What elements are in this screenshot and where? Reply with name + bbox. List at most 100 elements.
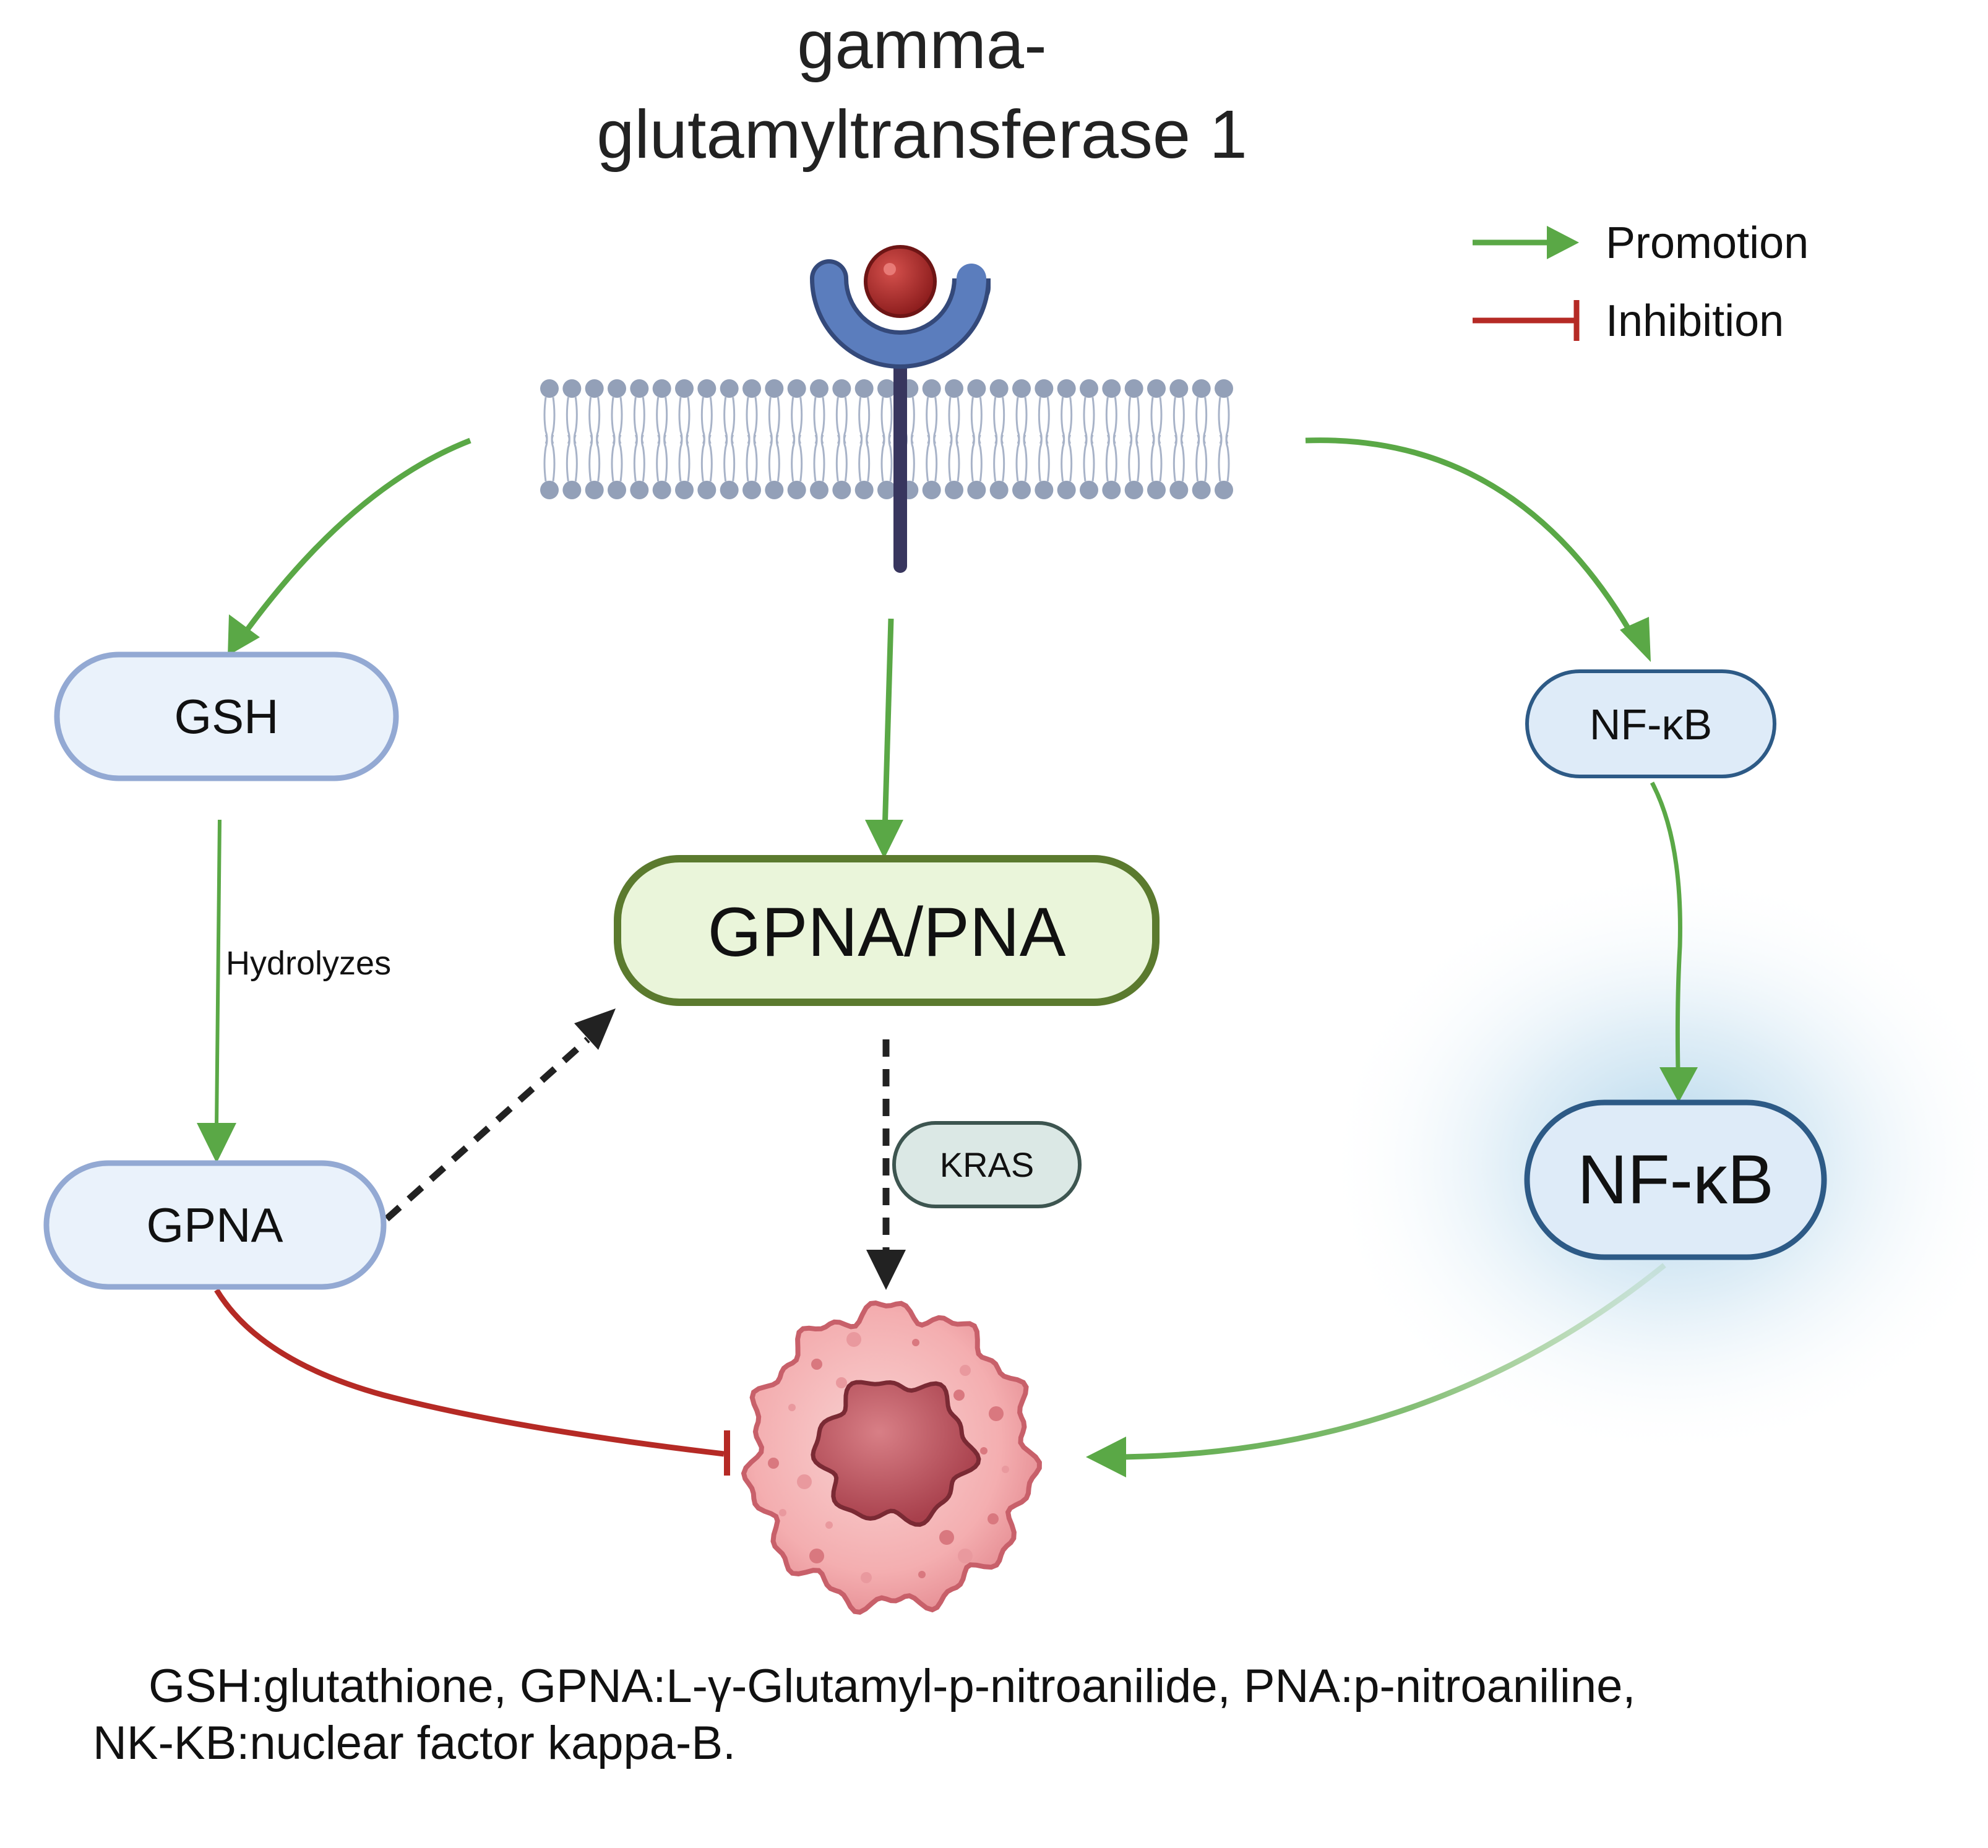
lipid-tail <box>596 434 601 482</box>
lipid-tail <box>1173 434 1177 482</box>
lipid-tail <box>1128 434 1133 482</box>
lipid-head <box>945 379 963 398</box>
inhibition-gpna-to-cell <box>214 1288 725 1457</box>
lipid-head <box>854 379 874 398</box>
legend: Promotion Inhibition <box>1473 218 1809 346</box>
cell-granule <box>797 1474 812 1489</box>
arrow-ggt1-to-gpna-pna <box>882 618 894 833</box>
lipid-head <box>540 481 559 499</box>
arrow-ggt1-to-nfkb <box>1305 437 1636 639</box>
lipid-tail <box>1000 434 1005 482</box>
lipid-head <box>562 379 582 398</box>
lipid-head <box>1124 481 1143 499</box>
lipid-head <box>989 481 1009 499</box>
node-nfkb-small-box <box>1525 669 1776 778</box>
cell-granule <box>953 1390 965 1401</box>
node-kras-label: KRAS <box>940 1145 1035 1184</box>
node-nfkb-small-label: NF-κB <box>1590 700 1712 749</box>
lipid-head <box>1035 481 1054 499</box>
lipid-tail <box>1195 434 1200 482</box>
dashed-arrowhead-gpna-pna <box>574 1008 616 1050</box>
lipid-tail <box>656 434 661 482</box>
lipid-head <box>765 481 784 499</box>
lipid-head <box>630 481 649 499</box>
lipid-head <box>608 481 626 499</box>
lipid-head <box>540 379 559 398</box>
lipid-tail <box>993 434 998 482</box>
abbreviation-caption: GSH:glutathione, GPNA:L-γ-Glutamyl-p-nit… <box>93 1658 1887 1772</box>
arrowhead-gpna <box>197 1123 236 1163</box>
node-gsh-box <box>54 651 399 781</box>
arrow-nfkb-to-cell <box>1098 1263 1666 1460</box>
lipid-head <box>967 379 986 398</box>
lipid-head <box>765 379 784 398</box>
lipid-tail <box>1135 434 1140 482</box>
lipid-head <box>1169 481 1189 499</box>
lipid-head <box>1102 481 1121 499</box>
lipid-head <box>720 481 739 499</box>
lipid-tail <box>633 434 638 482</box>
lipid-tail <box>723 434 728 482</box>
cell-granule <box>846 1332 861 1347</box>
lipid-head <box>1057 481 1076 499</box>
lipid-head <box>810 379 828 398</box>
node-gpna-label: GPNA <box>146 1198 283 1252</box>
lipid-tail <box>820 434 825 482</box>
lipid-head <box>1057 379 1076 398</box>
cell-granule <box>958 1549 973 1563</box>
lipid-tail <box>798 434 803 482</box>
lipid-tail <box>933 434 938 482</box>
legend-promotion-arrowhead <box>1547 226 1579 259</box>
node-kras: KRAS <box>892 1121 1082 1208</box>
lipid-head <box>1147 379 1166 398</box>
lipid-tail <box>775 434 780 482</box>
cell-granule <box>779 1509 786 1516</box>
cell-granule <box>825 1521 833 1529</box>
lipid-tail <box>1068 434 1073 482</box>
lipid-tail <box>978 434 983 482</box>
lipid-head <box>832 379 851 398</box>
lipid-head <box>787 481 806 499</box>
node-nfkb-large-box <box>1524 1099 1827 1260</box>
node-gsh-label: GSH <box>174 689 278 744</box>
lipid-head <box>630 379 649 398</box>
lipid-tail <box>1180 434 1185 482</box>
diagram-title: gamma- glutamyltransferase 1 <box>596 7 1247 173</box>
lipid-tail <box>1225 434 1230 482</box>
node-nfkb-small: NF-κB <box>1525 669 1776 778</box>
cell-granule <box>1002 1466 1009 1473</box>
arrowhead-cell-from-nfkb <box>1086 1437 1126 1477</box>
lipid-head <box>742 481 761 499</box>
cell-granules <box>768 1332 1009 1583</box>
lipid-tail <box>1015 434 1020 482</box>
node-gpna-pna-box <box>614 855 1160 1006</box>
cell-granule <box>861 1572 872 1583</box>
lipid-tail <box>866 434 871 482</box>
node-kras-box <box>892 1121 1082 1208</box>
arrowhead-nfkb <box>1620 617 1651 662</box>
lipid-tail <box>1045 434 1050 482</box>
cancer-cell-icon <box>741 1300 1042 1615</box>
cell-granule <box>960 1365 971 1376</box>
cell-nucleus <box>811 1380 981 1527</box>
ligand-highlight <box>884 263 896 275</box>
receptor-cup <box>814 264 986 364</box>
lipid-head <box>675 379 694 398</box>
lipid-tail <box>1158 434 1163 482</box>
cell-granule <box>939 1530 954 1545</box>
lipid-head <box>922 379 941 398</box>
node-gpna-pna-label: GPNA/PNA <box>708 893 1066 971</box>
lipid-tail <box>731 434 736 482</box>
dashed-arrowhead-cell <box>866 1250 906 1290</box>
node-gsh: GSH <box>54 651 399 781</box>
lipid-head <box>720 379 739 398</box>
lipid-head <box>1169 379 1189 398</box>
node-gpna-pna: GPNA/PNA <box>614 855 1160 1006</box>
lipid-head <box>1147 481 1166 499</box>
lipid-tail <box>611 434 616 482</box>
cell-granule <box>788 1404 796 1411</box>
lipid-head <box>967 481 986 499</box>
legend-promotion-label: Promotion <box>1606 218 1809 268</box>
node-gpna-box <box>43 1160 387 1290</box>
lipid-tail <box>543 434 548 482</box>
